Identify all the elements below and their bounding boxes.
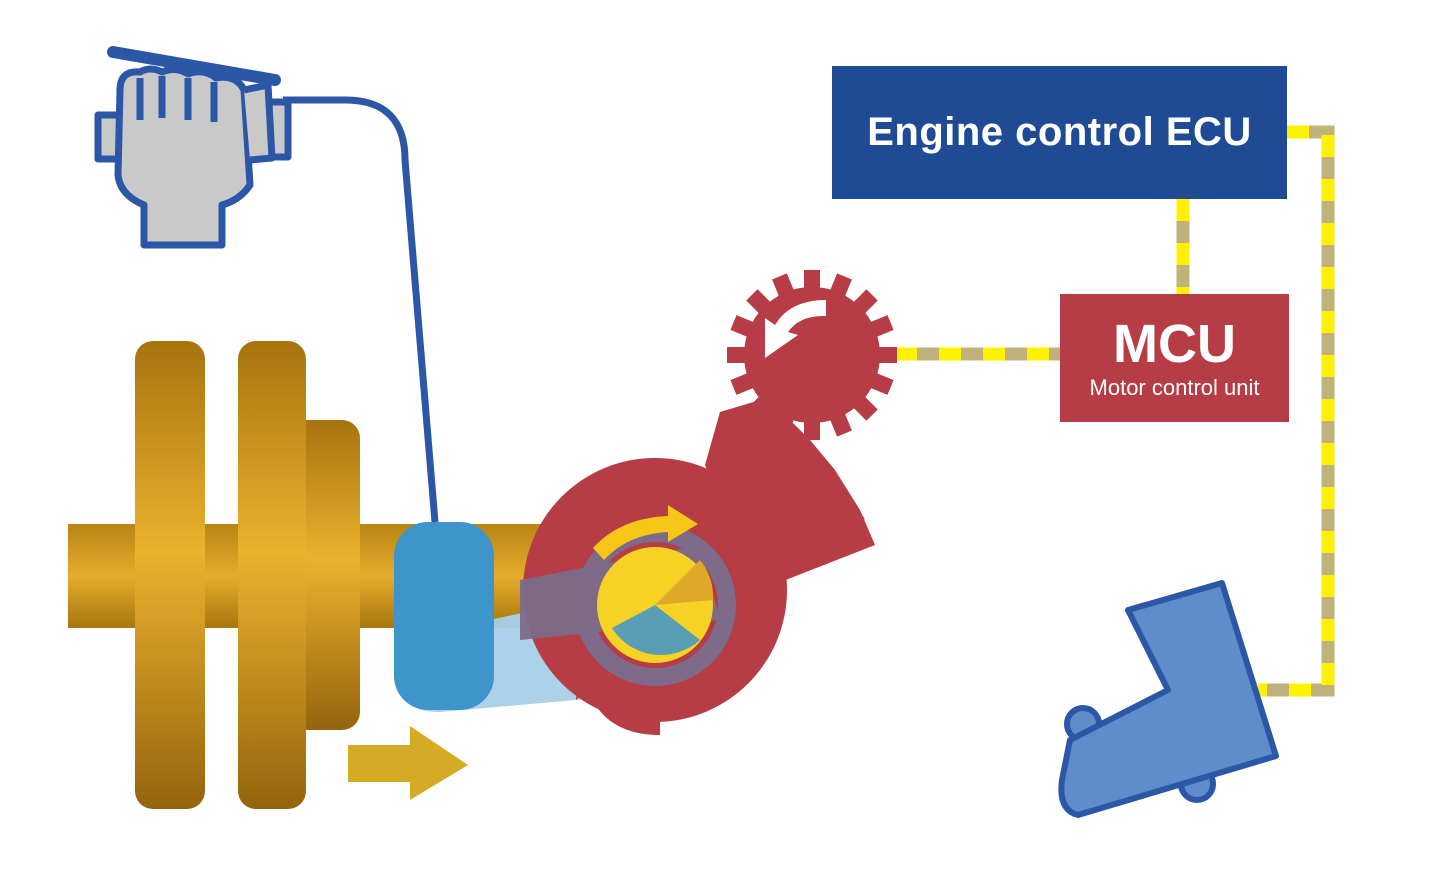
rotation-arrow-icon-2 [576, 668, 660, 735]
motor-gear-icon [727, 270, 897, 440]
mcu-title: MCU [1113, 314, 1236, 374]
actuator-gear-icon [520, 400, 875, 722]
clutch-disc-outer [135, 341, 205, 809]
hand-lever-icon [94, 46, 292, 249]
mcu-subtitle: Motor control unit [1089, 375, 1260, 400]
mcu-box: MCU Motor control unit [1060, 294, 1289, 422]
rotation-arrow-icon [593, 505, 698, 560]
clutch-disc-inner [238, 341, 306, 809]
clutch-cable [283, 96, 439, 523]
engine-control-ecu-box: Engine control ECU [832, 66, 1287, 199]
accelerator-pedal-icon [1058, 580, 1279, 818]
direction-arrow-icon [348, 726, 468, 800]
pressure-plate [290, 420, 360, 730]
motor-rotation-arrow-icon [765, 300, 826, 358]
clutch-assembly-icon [68, 341, 558, 809]
signal-wires [895, 125, 1335, 697]
ecu-label: Engine control ECU [867, 110, 1252, 154]
